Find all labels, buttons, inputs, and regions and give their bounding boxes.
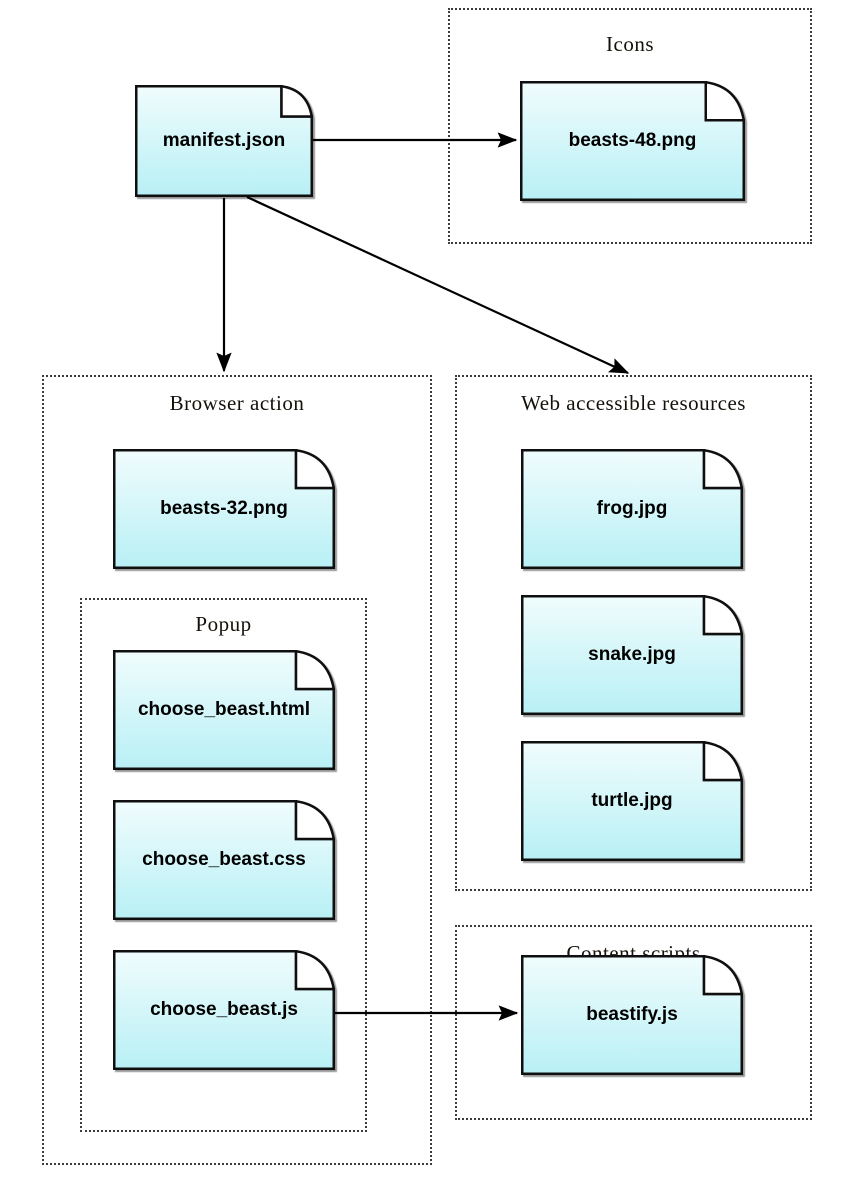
document-icon	[113, 448, 336, 569]
file-node-choose-beast-js[interactable]: choose_beast.js	[113, 949, 336, 1070]
file-node-frog-jpg[interactable]: frog.jpg	[521, 448, 744, 569]
file-node-manifest-json[interactable]: manifest.json	[135, 84, 314, 197]
document-icon	[135, 84, 314, 197]
document-icon	[521, 740, 744, 861]
document-icon	[521, 594, 744, 715]
document-icon	[113, 649, 336, 770]
file-node-snake-jpg[interactable]: snake.jpg	[521, 594, 744, 715]
file-node-beasts-32-png[interactable]: beasts-32.png	[113, 448, 336, 569]
file-node-beasts-48-png[interactable]: beasts-48.png	[520, 80, 746, 201]
group-box-browser-action: Browser action	[42, 375, 432, 1165]
document-icon	[113, 949, 336, 1070]
document-icon	[521, 954, 744, 1075]
file-node-turtle-jpg[interactable]: turtle.jpg	[521, 740, 744, 861]
document-icon	[521, 448, 744, 569]
file-node-choose-beast-html[interactable]: choose_beast.html	[113, 649, 336, 770]
document-icon	[113, 799, 336, 920]
group-title-browser-action: Browser action	[169, 391, 305, 415]
group-title-web-accessible-resources: Web accessible resources	[521, 391, 746, 415]
group-box-icons: Icons	[448, 8, 812, 244]
file-node-choose-beast-css[interactable]: choose_beast.css	[113, 799, 336, 920]
group-box-web-accessible-resources: Web accessible resources	[455, 375, 812, 891]
file-node-beastify-js[interactable]: beastify.js	[521, 954, 744, 1075]
document-icon	[520, 80, 746, 201]
group-title-popup: Popup	[195, 612, 252, 636]
group-box-popup: Popup	[80, 598, 367, 1132]
group-title-icons: Icons	[606, 32, 654, 56]
